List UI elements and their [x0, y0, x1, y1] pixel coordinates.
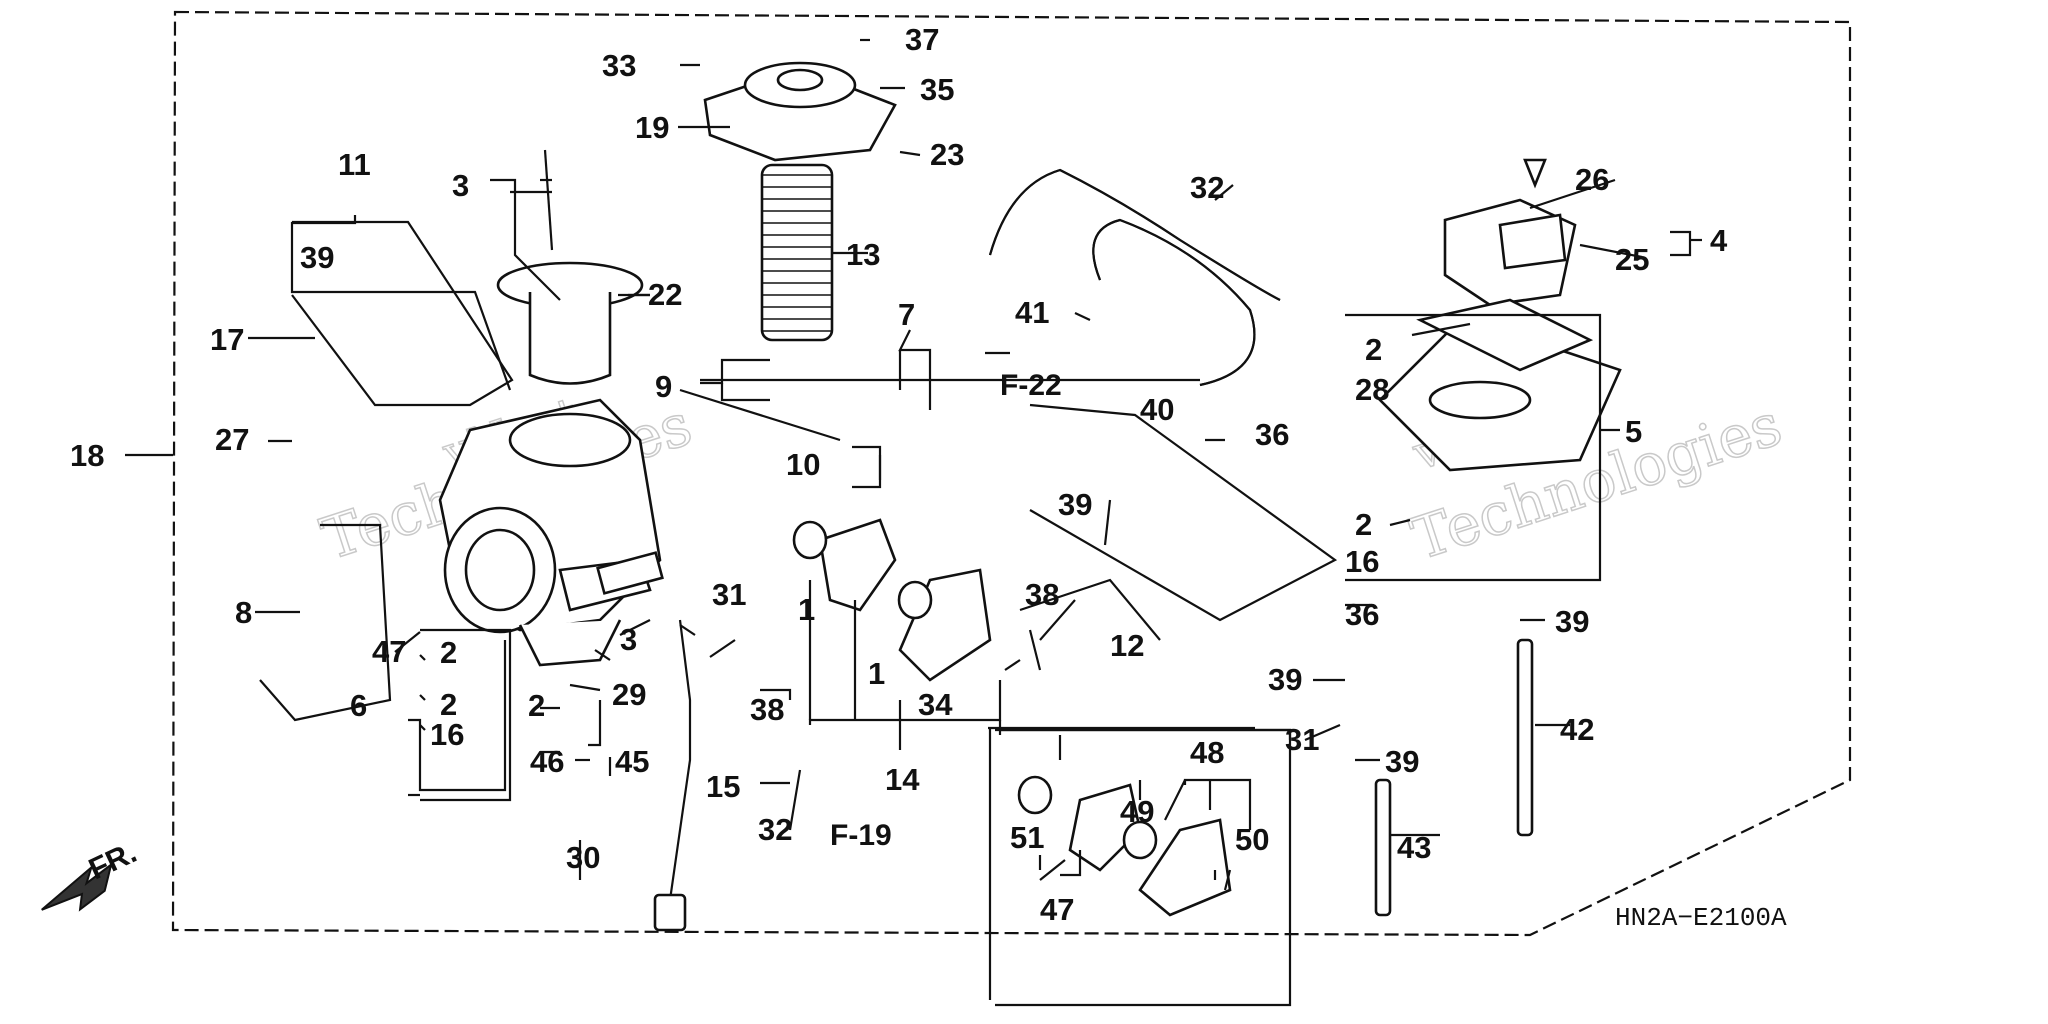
callout-3-a: 3 — [452, 168, 469, 203]
callout-45: 46 — [530, 744, 564, 779]
callout-26: 30 — [566, 840, 600, 875]
drain-tube-drawing — [1374, 638, 1534, 917]
reference-f19: F-19 — [830, 819, 892, 852]
callout-38-b: 38 — [1025, 577, 1059, 612]
callout-13: 13 — [846, 237, 880, 272]
callout-32: 32 — [1190, 170, 1224, 205]
callout-39-e: 39 — [1385, 744, 1419, 779]
callout-2-b: 2 — [440, 687, 457, 722]
callout-39-d: 39 — [1268, 662, 1302, 697]
harness-drawing — [653, 619, 692, 932]
callout-41: 41 — [1015, 295, 1049, 330]
sub-assembly-outlines — [259, 220, 1602, 1007]
callout-37: 36 — [1255, 417, 1289, 452]
throttle-sensor-drawing — [792, 518, 1232, 917]
callout-51: 51 — [1010, 820, 1044, 855]
callout-15: 15 — [706, 769, 740, 804]
callout-9: 9 — [655, 369, 672, 404]
callout-43: 43 — [1397, 830, 1431, 865]
callout-11: 11 — [338, 147, 371, 182]
callout-19: 19 — [635, 110, 669, 145]
callout-44: 45 — [615, 744, 649, 779]
callout-25: 29 — [612, 677, 646, 712]
callout-2-e: 2 — [1355, 507, 1372, 542]
callout-16-b: 16 — [1345, 544, 1379, 579]
callout-40: 40 — [1140, 392, 1174, 427]
callout-39-c: 39 — [1555, 604, 1589, 639]
callout-16-a: 16 — [430, 717, 464, 752]
callout-34: 34 — [918, 687, 953, 722]
callout-1-a: 1 — [798, 592, 815, 627]
callout-33: 35 — [920, 72, 954, 107]
diagram-frame — [171, 10, 1852, 937]
callout-1-b: 1 — [868, 656, 885, 691]
callout-2-d: 2 — [1365, 332, 1382, 367]
callout-39-b: 39 — [1058, 487, 1092, 522]
callout-27: 31 — [712, 577, 746, 612]
callout-47: 47 — [1040, 892, 1074, 927]
callout-12: 12 — [1110, 628, 1144, 663]
front-direction-indicator: FR. — [41, 836, 142, 912]
callout-38-a: 38 — [750, 692, 784, 727]
callout-35: 37 — [905, 22, 939, 57]
float-drawing — [1443, 158, 1577, 307]
callout-10: 10 — [786, 447, 820, 482]
callout-24: 28 — [1355, 372, 1389, 407]
callout-48: 48 — [1190, 735, 1224, 770]
callout-30: 33 — [602, 48, 636, 83]
callout-14: 14 — [885, 762, 920, 797]
callout-20: 22 — [648, 277, 682, 312]
callout-36: 36 — [1345, 597, 1379, 632]
callout-17: 17 — [210, 322, 244, 357]
callout-39-a: 39 — [300, 240, 334, 275]
callout-2-c: 2 — [528, 688, 545, 723]
callout-2-a: 2 — [440, 635, 457, 670]
callout-49: 49 — [1120, 794, 1154, 829]
callout-21: 25 — [1615, 242, 1649, 277]
reference-f22: F-22 — [1000, 369, 1062, 402]
callout-5: 5 — [1625, 414, 1642, 449]
callout-labels: 18 6 27 17 11 39 3 22 8 47 2 2 16 2 46 4… — [70, 22, 1728, 927]
spring-drawing — [760, 163, 834, 342]
callout-28: 32 — [758, 812, 792, 847]
callout-7: 7 — [898, 297, 915, 332]
callout-4: 4 — [1710, 223, 1728, 258]
carburetor-body-drawing — [438, 398, 664, 667]
diaphragm-drawing — [496, 149, 644, 385]
hose-drawing — [988, 168, 1281, 387]
callout-50: 50 — [1235, 822, 1269, 857]
callout-18: 18 — [70, 438, 104, 473]
callout-8: 8 — [235, 595, 252, 630]
callout-6: 6 — [350, 688, 367, 723]
top-cover-drawing — [703, 61, 897, 162]
callout-46: 47 — [372, 634, 406, 669]
diagram-code: HN2A−E2100A — [1615, 903, 1787, 933]
callout-3-b: 3 — [620, 622, 637, 657]
callout-22: 26 — [1575, 162, 1609, 197]
callout-23: 27 — [215, 422, 249, 457]
callout-31: 31 — [1285, 722, 1319, 757]
callout-42: 42 — [1560, 712, 1594, 747]
float-chamber-drawing — [1378, 298, 1622, 472]
callout-29: 23 — [930, 137, 964, 172]
